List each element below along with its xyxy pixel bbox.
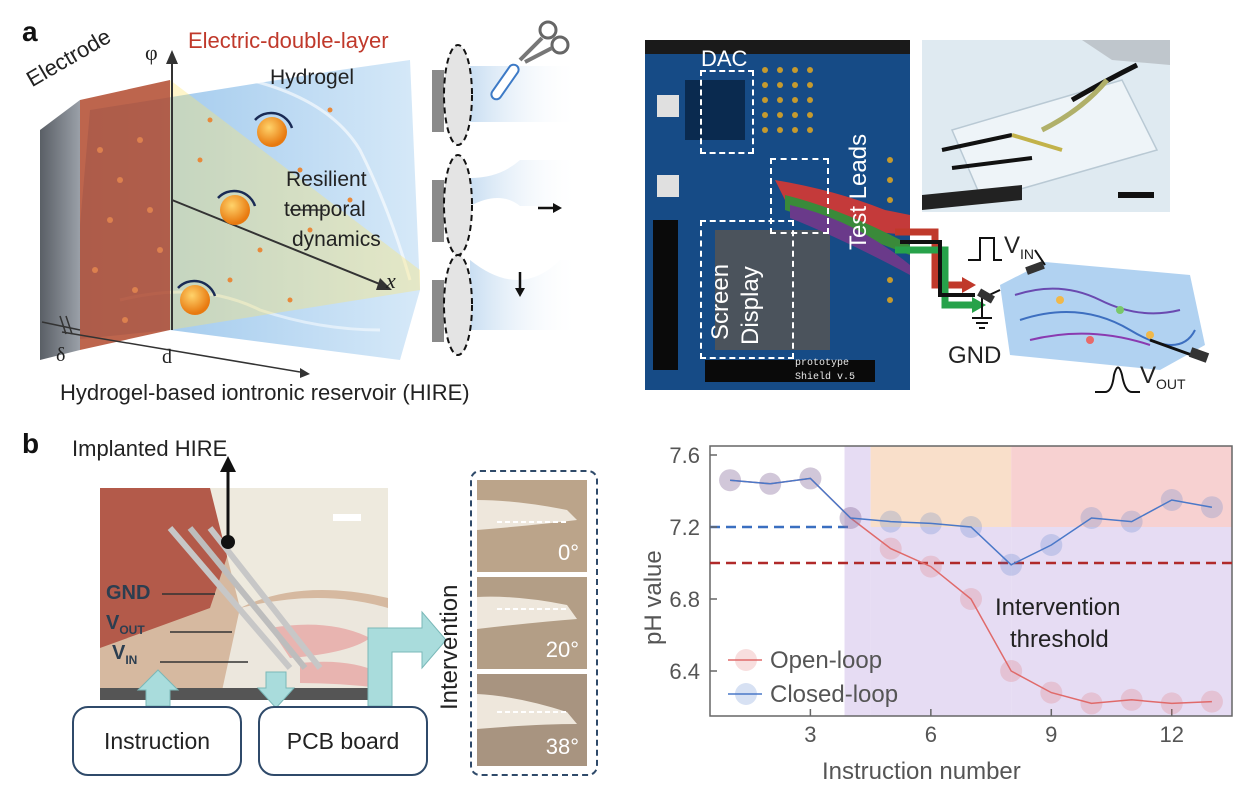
pcb-print-2: Shield v.5 [795, 372, 856, 383]
ion-2 [220, 195, 250, 225]
signal-schematic [895, 228, 1210, 393]
annotation-threshold: threshold [1010, 626, 1109, 653]
angle-0: 0° [557, 540, 579, 565]
pcb-board-box: PCB board [258, 706, 428, 776]
implanted-label: Implanted HIRE [72, 436, 228, 461]
screen-display-box [700, 220, 794, 359]
paw-photo-strip [470, 470, 598, 776]
hire-caption: Hydrogel-based iontronic reservoir (HIRE… [60, 380, 470, 405]
vin-label: VIN [1004, 232, 1035, 262]
plot-frame [709, 445, 1233, 717]
rat-photo [100, 488, 388, 700]
paw-photo-38: 38° [477, 674, 587, 766]
chart-ylabel: pH value [640, 550, 667, 645]
angle-38: 38° [545, 734, 579, 759]
legend-label-open-loop: Open-loop [770, 647, 882, 674]
scissors-icon [518, 20, 570, 64]
series-line-closed-loop [730, 477, 1213, 566]
x-tick-label: 12 [1160, 722, 1184, 747]
y-tick-label: 7.2 [669, 515, 700, 540]
dynamics-label-3: dynamics [292, 228, 381, 251]
paw-photo-0: 0° [477, 480, 587, 572]
electrode-stack-3 [432, 254, 473, 356]
pcb-print-1: prototype [795, 358, 850, 369]
region-red [1011, 446, 1232, 527]
device-photo [922, 40, 1170, 212]
dynamics-label-1: Resilient [286, 168, 367, 191]
ion-1 [257, 117, 287, 147]
dynamics-label-2: temporal [284, 198, 366, 221]
region-purple-mid [870, 527, 1012, 716]
region-purple-right [1011, 527, 1232, 716]
x-tick-label: 9 [1045, 722, 1057, 747]
chart-xlabel: Instruction number [822, 758, 1021, 785]
x-tick-label: 6 [925, 722, 937, 747]
region-purple-left [844, 446, 871, 716]
test-leads-box [770, 158, 829, 234]
y-tick-label: 6.8 [669, 587, 700, 612]
b-vout-label: VOUT [106, 612, 145, 637]
edl-label: Electric-double-layer [188, 28, 389, 53]
region-orange [870, 446, 1012, 527]
annotation-intervention: Intervention [995, 594, 1121, 621]
electrode-slab [40, 100, 80, 360]
dac-box [700, 70, 754, 154]
test-tube-icon [490, 63, 520, 101]
y-tick-label: 7.6 [669, 443, 700, 468]
legend-label-closed-loop: Closed-loop [770, 681, 898, 708]
x-tick-label: 3 [804, 722, 816, 747]
electrode-stack-2 [432, 154, 473, 256]
angle-20: 20° [545, 637, 579, 662]
ion-3 [180, 285, 210, 315]
y-tick-label: 6.4 [669, 659, 700, 684]
pcb-photo: DAC Screen Display Test Leads prototype … [645, 40, 910, 390]
d-label: d [162, 346, 172, 368]
phi-label: φ [145, 40, 158, 65]
b-gnd-label: GND [106, 582, 151, 604]
instruction-box: Instruction [72, 706, 242, 776]
dac-label: DAC [701, 46, 748, 71]
hire-illustration [40, 20, 580, 378]
delta-label: δ [56, 344, 66, 366]
x-axis-label: x [386, 268, 396, 293]
gnd-label: GND [948, 342, 1002, 369]
hydrogel-label: Hydrogel [270, 66, 355, 89]
vout-label: VOUT [1140, 362, 1186, 392]
paw-photo-20: 20° [477, 577, 587, 669]
panel-a-letter: a [22, 16, 38, 47]
panel-b-letter: b [22, 428, 40, 459]
hydrogel-cube [1000, 262, 1205, 370]
b-vin-label: VIN [112, 642, 138, 667]
electrode-stack-1 [432, 44, 473, 146]
